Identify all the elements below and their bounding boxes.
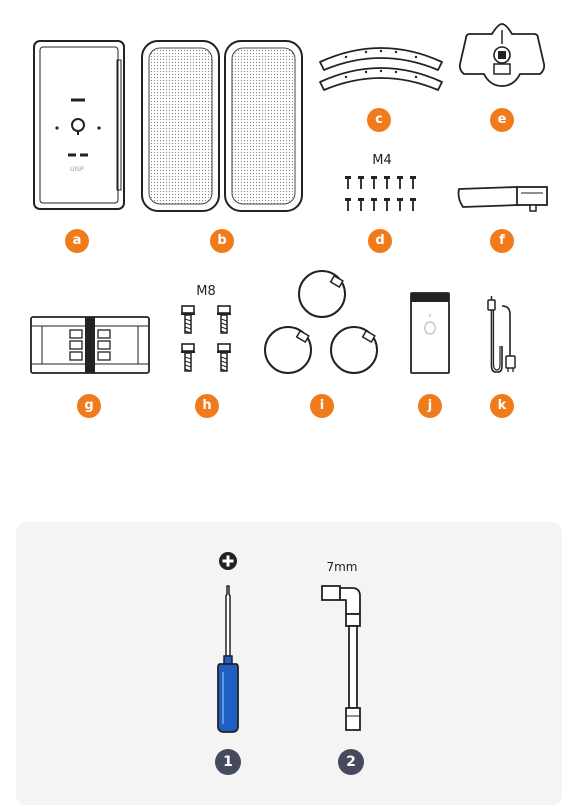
m4-screw: [345, 176, 351, 189]
part-e-badge: e: [490, 108, 514, 132]
device-logo-text: UISP: [70, 166, 84, 173]
tool-2-size-label: 7mm: [326, 560, 358, 574]
m4-screw: [410, 176, 416, 189]
m4-screw: [371, 198, 377, 211]
tool-1-badge: 1: [215, 749, 241, 775]
m8-bolt: [181, 343, 195, 372]
tool-2-badge: 2: [338, 749, 364, 775]
part-j-badge: j: [418, 394, 442, 418]
m4-screw: [410, 198, 416, 211]
m8-bolt: [217, 343, 231, 372]
part-h-badge: h: [195, 394, 219, 418]
part-d-screw-size-label: M4: [372, 153, 392, 168]
phillips-plus-icon: [218, 551, 238, 571]
part-d-m4-screws-illustration: [344, 172, 420, 214]
m4-screw: [384, 198, 390, 211]
part-e-mount-illustration: [458, 23, 546, 87]
m4-screw: [345, 198, 351, 211]
part-f-badge: f: [490, 229, 514, 253]
tool-2-socket-wrench-illustration: [318, 584, 368, 734]
required-tools-panel: [16, 522, 562, 805]
part-i-clamps-illustration: [264, 270, 388, 376]
m8-bolt: [181, 305, 195, 334]
part-h-bolt-size-label: M8: [196, 284, 216, 299]
m4-screw: [397, 198, 403, 211]
part-g-badge: g: [77, 394, 101, 418]
m4-screw: [397, 176, 403, 189]
tool-1-screwdriver-illustration: [210, 585, 246, 734]
part-a-badge: a: [65, 229, 89, 253]
part-k-power-cord-illustration: [482, 296, 522, 374]
m4-screw: [371, 176, 377, 189]
part-h-m8-bolts-illustration: [176, 304, 238, 376]
m4-screw: [384, 176, 390, 189]
part-c-arc-brackets-illustration: [316, 40, 446, 92]
part-c-badge: c: [367, 108, 391, 132]
m4-screw: [358, 176, 364, 189]
part-j-poe-adapter-illustration: [410, 292, 450, 374]
part-g-bracket-illustration: [30, 316, 150, 374]
part-d-badge: d: [368, 229, 392, 253]
part-b-badge: b: [210, 229, 234, 253]
m4-screw: [358, 198, 364, 211]
part-f-tool-illustration: [457, 183, 551, 215]
m8-bolt: [217, 305, 231, 334]
part-a-device-illustration: UISP: [33, 40, 125, 210]
part-i-badge: i: [310, 394, 334, 418]
part-b-panels-illustration: [141, 40, 303, 212]
part-k-badge: k: [490, 394, 514, 418]
